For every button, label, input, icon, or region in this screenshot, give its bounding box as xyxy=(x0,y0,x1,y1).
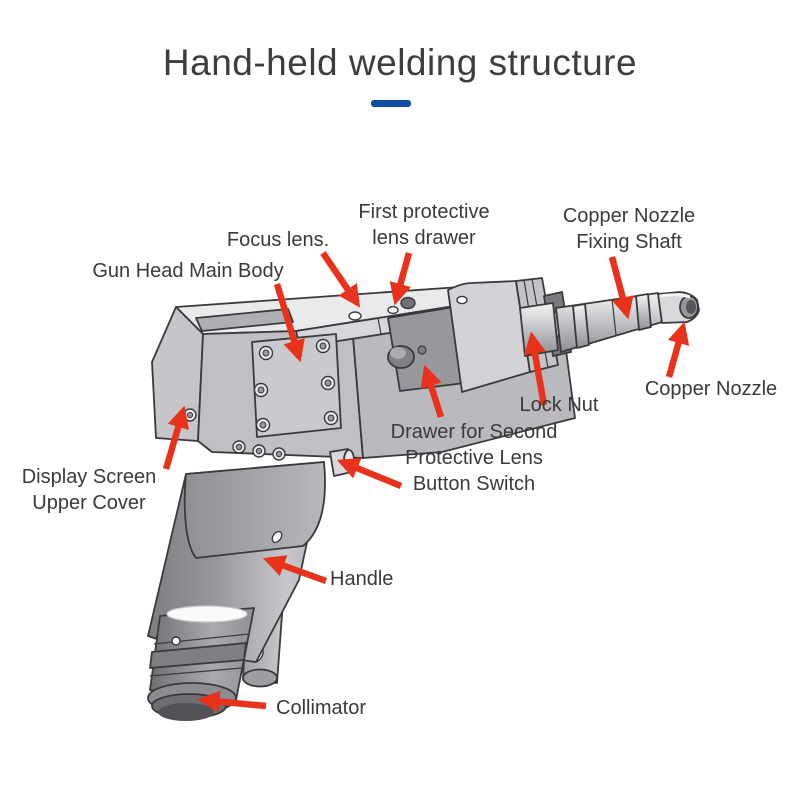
side-screw-plate xyxy=(251,333,342,438)
label-gun-head-main-body: Gun Head Main Body xyxy=(92,260,284,282)
arrow-copper-nozzle xyxy=(665,321,690,378)
arrow-drawer-second-protective-lens xyxy=(420,364,445,418)
label-drawer-for-second-protective-lens: Drawer for Second Protective Lens xyxy=(390,421,558,469)
arrow-collimator xyxy=(197,690,267,713)
label-handle: Handle xyxy=(330,568,394,590)
arrow-lock-nut xyxy=(523,331,548,406)
label-copper-nozzle: Copper Nozzle xyxy=(644,378,778,400)
label-copper-nozzle-fixing-shaft: Copper Nozzle Fixing Shaft xyxy=(562,205,696,253)
page-title: Hand-held welding structure xyxy=(162,42,638,83)
lock-nut-ring xyxy=(519,302,559,357)
arrow-handle xyxy=(262,555,328,585)
arrow-gun-head-main-body xyxy=(273,283,305,363)
callout-arrows xyxy=(162,251,690,713)
handle-collar xyxy=(183,461,326,559)
arrow-first-protective-lens-drawer xyxy=(389,252,413,306)
label-collimator: Collimator xyxy=(276,697,367,719)
arrow-focus-lens xyxy=(320,251,361,308)
arrow-copper-nozzle-fixing-shaft xyxy=(608,256,634,320)
arrow-display-screen-upper-cover xyxy=(162,405,189,470)
display-window-slot xyxy=(195,308,294,332)
body-bottom-screws xyxy=(232,440,286,461)
first-lens-drawer-knob xyxy=(400,296,416,310)
title-underline-bar xyxy=(371,100,411,107)
label-button-switch: Button Switch xyxy=(412,473,536,495)
label-focus-lens: Focus lens. xyxy=(226,229,330,251)
label-first-protective-lens-drawer: First protective lens drawer xyxy=(358,201,490,249)
label-display-screen-upper-cover: Display Screen Upper Cover xyxy=(21,466,157,514)
arrow-button-switch xyxy=(336,458,403,490)
focus-lens-port xyxy=(348,311,362,321)
collimator-shape xyxy=(147,605,255,721)
label-lock-nut: Lock Nut xyxy=(519,394,599,416)
